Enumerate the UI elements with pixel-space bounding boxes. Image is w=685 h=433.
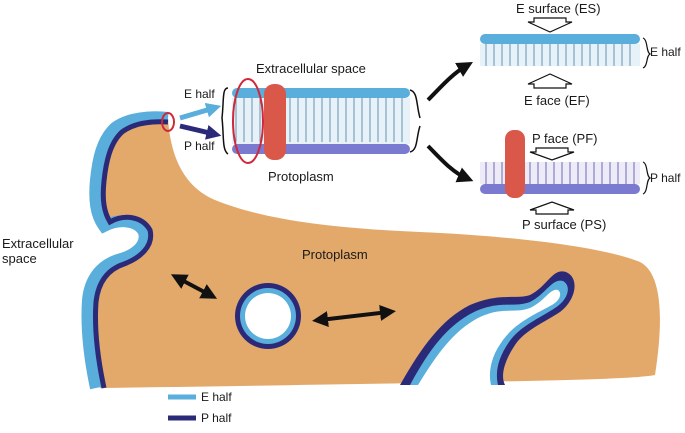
label-p-half-right: P half: [650, 171, 681, 185]
left-brace: [221, 87, 229, 155]
vesicle-lumen: [245, 293, 291, 339]
ps-arrow: [529, 201, 575, 215]
plasma-membrane-p-half: [92, 119, 169, 389]
right-invagination-lumen: [418, 289, 561, 385]
highlight-circle-small: [161, 112, 175, 132]
es-arrow: [527, 17, 573, 33]
protoplasm-region: [89, 118, 660, 388]
label-protoplasm-center: Protoplasm: [302, 247, 368, 262]
label-e-surface: E surface (ES): [516, 1, 601, 16]
label-e-half: E half: [184, 87, 215, 101]
label-protoplasm-top: Protoplasm: [268, 169, 334, 184]
p-half-leaflet: [480, 162, 640, 194]
label-p-surface: P surface (PS): [522, 217, 607, 232]
legend-p-half-label: P half: [201, 411, 232, 425]
double-arrow-right: [312, 304, 396, 328]
p-half-right-brace: [642, 161, 652, 195]
central-bilayer: [232, 88, 410, 154]
split-arrow-up: [426, 62, 473, 102]
right-brace-bottom: [409, 125, 421, 153]
double-arrow-left: [170, 274, 218, 299]
plasma-membrane-e-half: [81, 111, 169, 390]
right-brace-top: [409, 89, 421, 119]
e-half-leaflet: [480, 34, 640, 66]
label-e-face: E face (EF): [524, 93, 590, 108]
label-extracellular-left: Extracellular space: [2, 236, 74, 266]
ef-arrow: [527, 73, 573, 89]
label-p-face: P face (PF): [532, 131, 598, 146]
e-half-arrow: [179, 102, 222, 121]
label-e-half-right: E half: [650, 45, 681, 59]
e-half-right-brace: [642, 37, 652, 69]
p-half-protein: [505, 130, 525, 198]
legend-e-half-label: E half: [201, 390, 232, 404]
p-half-arrow: [179, 123, 222, 140]
central-protein: [264, 84, 286, 160]
highlight-circle-large: [232, 78, 264, 164]
label-p-half: P half: [184, 139, 215, 153]
pf-arrow: [529, 147, 575, 161]
split-arrow-down: [426, 144, 474, 183]
label-extracellular-top: Extracellular space: [256, 61, 366, 76]
